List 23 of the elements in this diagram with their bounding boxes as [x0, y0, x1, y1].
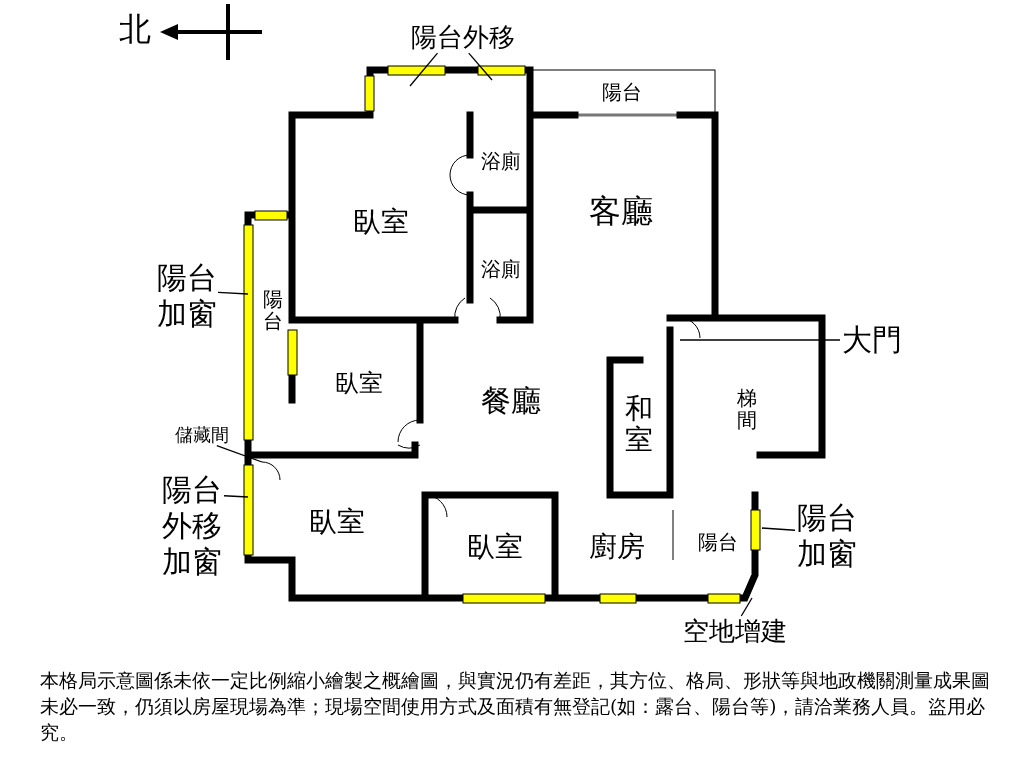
disclaimer-note: 本格局示意圖係未依一定比例縮小繪製之概繪圖，與實況仍有差距，其方位、格局、形狀等與地政機關測量成果圖未必一致，仍須以房屋現場為準；現場空間使用方式及面積有無登記(如：露台、陽台等)，請洽業務人員。盜用必究。 — [40, 669, 991, 745]
room-label: 梯間 — [736, 387, 758, 431]
leader-line — [217, 291, 249, 295]
room-label: 陽台 — [601, 80, 643, 104]
callout-text: 大門 — [840, 322, 904, 358]
room-label: 浴廁 — [480, 149, 522, 173]
callout-text: 儲藏間 — [165, 424, 239, 446]
room-label: 浴廁 — [480, 257, 522, 281]
room-label: 陽台 — [262, 288, 284, 332]
callout-text: 陽台加窗 — [795, 500, 859, 572]
leader-line — [216, 444, 263, 463]
leader-line — [740, 597, 753, 617]
callout-text: 空地增建 — [672, 616, 798, 648]
leader-line — [409, 52, 439, 87]
room-label: 臥室 — [334, 369, 384, 398]
leader-line — [223, 495, 249, 498]
callout-text: 陽台加窗 — [156, 260, 218, 332]
callout-text: 陽台外移 — [400, 22, 525, 54]
callout-text: 陽台外移加窗 — [160, 472, 224, 580]
leader-line — [761, 527, 796, 531]
leader-line — [679, 339, 841, 341]
leader-line — [468, 52, 493, 81]
room-label: 陽台 — [697, 530, 739, 554]
